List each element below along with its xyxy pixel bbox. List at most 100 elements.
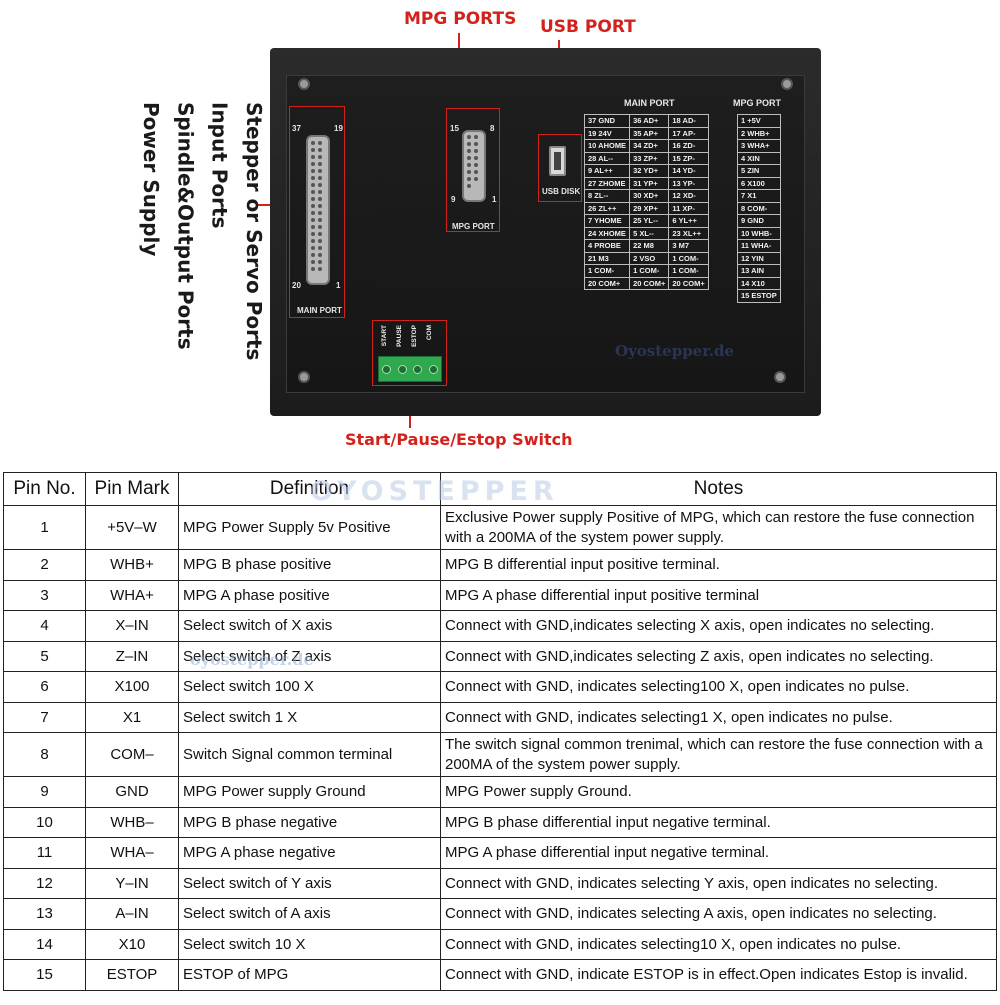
- main-port-side-label: Stepper or Servo Ports Input Ports Spind…: [139, 102, 266, 360]
- terminal-screw-icon: [428, 364, 438, 374]
- mpg-pin-row: 12 YIN: [737, 251, 781, 265]
- main-pin-cell: 10 AHOME: [583, 139, 631, 153]
- mpg-port-pins: [467, 135, 478, 188]
- definition-cell: MPG Power Supply 5v Positive: [178, 505, 441, 550]
- pin-number-cell: 14: [3, 928, 86, 960]
- mpg-port-label: MPG PORT: [452, 222, 495, 231]
- main-pin-cell: 13 YP-: [668, 176, 709, 190]
- terminal-label-estop: ESTOP: [411, 325, 418, 347]
- mpg-pin-row: 13 AIN: [737, 264, 781, 278]
- pin-mark-cell: +5V–W: [85, 505, 179, 550]
- mpg-pin-cell: 12 YIN: [737, 251, 781, 265]
- main-pin-cell: 29 XP+: [629, 201, 670, 215]
- definition-cell: MPG A phase negative: [178, 837, 441, 869]
- pin-mark-cell: X1: [85, 701, 179, 733]
- notes-cell: The switch signal common trenimal, which…: [440, 732, 997, 777]
- usb-port-highlight: [538, 134, 582, 202]
- mpg-pin-definition-table: Pin No. Pin Mark Definition Notes 1+5V–W…: [3, 472, 997, 991]
- main-pin-cell: 25 YL--: [629, 214, 670, 228]
- notes-cell: Connect with GND,indicates selecting Z a…: [440, 640, 997, 672]
- mpg-pin-row: 9 GND: [737, 214, 781, 228]
- table-header-row: Pin No. Pin Mark Definition Notes: [3, 472, 997, 506]
- mpg-port-highlight: [446, 108, 500, 232]
- pin-number-cell: 12: [3, 867, 86, 899]
- main-pin-cell: 21 M3: [583, 251, 631, 265]
- pin-number-cell: 5: [3, 640, 86, 672]
- pin-number-cell: 11: [3, 837, 86, 869]
- switch-terminal-highlight: [372, 320, 447, 386]
- screw-icon: [774, 371, 786, 383]
- pin-number-cell: 4: [3, 610, 86, 642]
- notes-cell: Connect with GND, indicates selecting100…: [440, 671, 997, 703]
- definition-cell: MPG B phase negative: [178, 806, 441, 838]
- main-pin-cell: 30 XD+: [629, 189, 670, 203]
- definition-cell: Switch Signal common terminal: [178, 732, 441, 777]
- mpg-pin-row: 11 WHA-: [737, 239, 781, 253]
- mpg-pin-cell: 11 WHA-: [737, 239, 781, 253]
- main-pin-cell: 4 PROBE: [583, 239, 631, 253]
- main-pin-cell: 33 ZP+: [629, 151, 670, 165]
- mpg-pin-cell: 15 ESTOP: [737, 289, 781, 303]
- pin-number-cell: 15: [3, 959, 86, 991]
- main-pin-cell: 2 VSO: [629, 251, 670, 265]
- pin-mark-cell: A–IN: [85, 898, 179, 930]
- main-pin-cell: 20 COM+: [668, 276, 709, 290]
- main-pin-row: 20 COM+20 COM+20 COM+: [583, 276, 709, 290]
- mpg-ports-callout: MPG PORTS: [404, 9, 517, 29]
- switch-terminal-block: [378, 356, 442, 382]
- main-pin-cell: 34 ZD+: [629, 139, 670, 153]
- notes-cell: Connect with GND, indicates selecting1 X…: [440, 701, 997, 733]
- side-label-line-3: Spindle&Output Ports: [173, 102, 198, 350]
- screw-icon: [298, 371, 310, 383]
- mpg-pin-row: 2 WHB+: [737, 126, 781, 140]
- definition-cell: Select switch 1 X: [178, 701, 441, 733]
- main-pin-cell: 23 XL++: [668, 226, 709, 240]
- main-pin-1: 1: [336, 281, 341, 290]
- main-pin-cell: 17 AP-: [668, 126, 709, 140]
- mpg-pin-15: 15: [450, 124, 459, 133]
- notes-cell: MPG B differential input positive termin…: [440, 549, 997, 581]
- main-pin-cell: 22 M8: [629, 239, 670, 253]
- main-pin-cell: 1 COM-: [629, 264, 670, 278]
- main-pin-cell: 3 M7: [668, 239, 709, 253]
- mpg-pin-row: 8 COM-: [737, 201, 781, 215]
- pin-mark-cell: X100: [85, 671, 179, 703]
- pin-mark-cell: WHB–: [85, 806, 179, 838]
- mpg-pin-8: 8: [490, 124, 495, 133]
- notes-cell: MPG A phase differential input negative …: [440, 837, 997, 869]
- mpg-pin-row: 6 X100: [737, 176, 781, 190]
- pin-mark-cell: Z–IN: [85, 640, 179, 672]
- terminal-label-pause: PAUSE: [396, 325, 403, 347]
- notes-cell: MPG A phase differential input positive …: [440, 579, 997, 611]
- pin-mark-cell: X10: [85, 928, 179, 960]
- mpg-pin-cell: 8 COM-: [737, 201, 781, 215]
- mpg-pin-cell: 14 X10: [737, 276, 781, 290]
- main-pin-cell: 27 ZHOME: [583, 176, 631, 190]
- mpg-pin-row: 5 ZIN: [737, 164, 781, 178]
- main-pin-cell: 19 24V: [583, 126, 631, 140]
- main-pin-cell: 11 XP-: [668, 201, 709, 215]
- pin-number-cell: 10: [3, 806, 86, 838]
- pin-mark-cell: Y–IN: [85, 867, 179, 899]
- mpg-pin-cell: 3 WHA+: [737, 139, 781, 153]
- pin-mark-cell: X–IN: [85, 610, 179, 642]
- main-pin-row: 9 AL++32 YD+14 YD-: [583, 164, 709, 178]
- main-pin-cell: 12 XD-: [668, 189, 709, 203]
- main-pin-cell: 35 AP+: [629, 126, 670, 140]
- definition-cell: Select switch of X axis: [178, 610, 441, 642]
- notes-cell: Exclusive Power supply Positive of MPG, …: [440, 505, 997, 550]
- notes-cell: Connect with GND, indicate ESTOP is in e…: [440, 959, 997, 991]
- terminal-screw-icon: [382, 364, 392, 374]
